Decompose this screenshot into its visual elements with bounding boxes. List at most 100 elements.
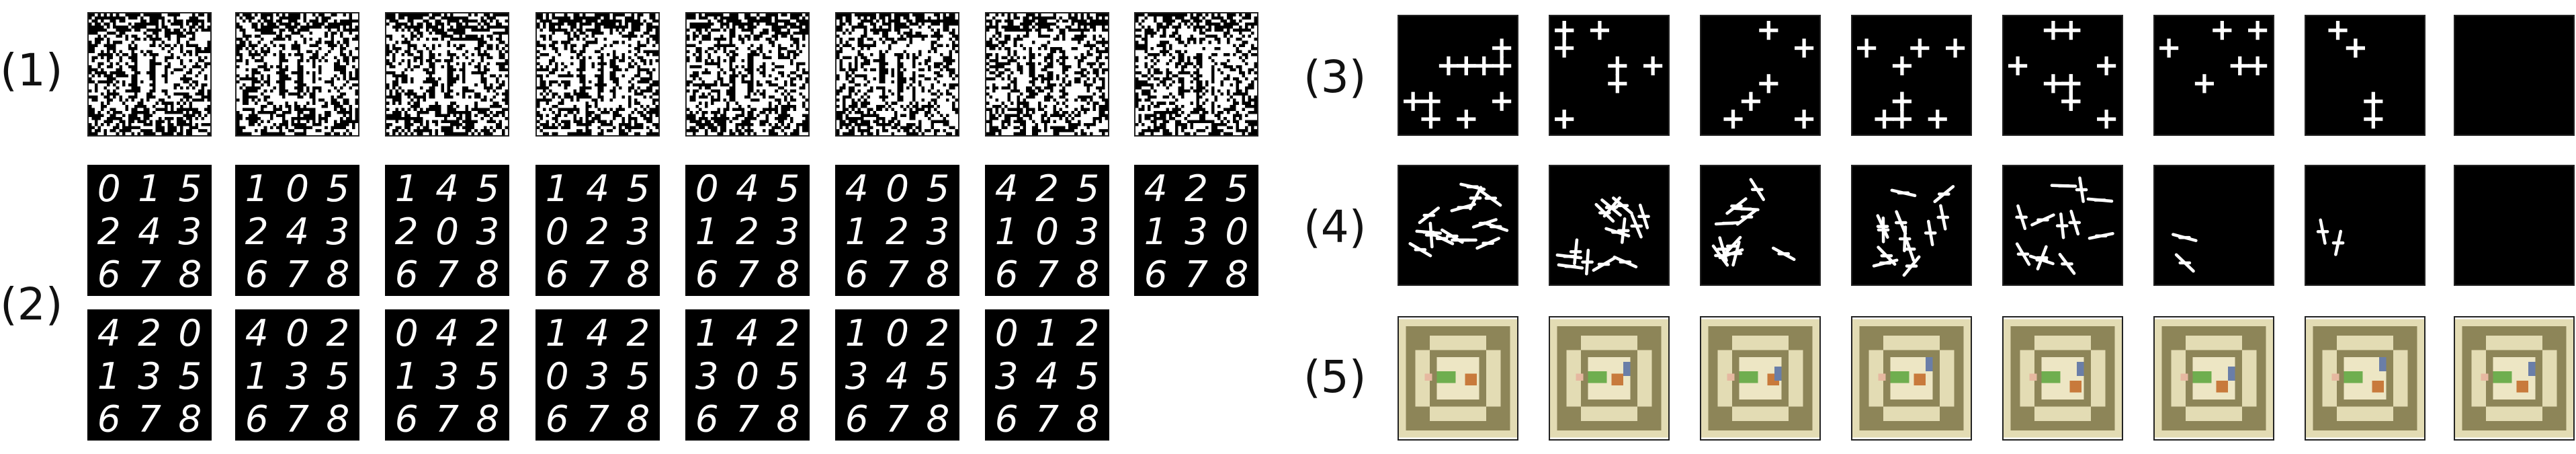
mnist-digit: 6 (546, 252, 569, 295)
stroke-image-5 (2002, 165, 2123, 286)
mnist-digit: 8 (476, 397, 499, 439)
mnist-digit: 4 (245, 311, 269, 354)
mnist-digit: 3 (1185, 210, 1208, 253)
mnist-digit: 7 (1185, 252, 1208, 295)
mnist-digit: 8 (626, 397, 650, 439)
stroke-image-3 (1700, 165, 1821, 286)
noise-image-6 (835, 12, 959, 137)
mnist-digit: 2 (1185, 167, 1208, 210)
mnist-digit: 7 (435, 397, 459, 439)
mnist-digit: 6 (845, 397, 869, 439)
mnist-digit: 4 (435, 311, 459, 354)
mnist-digit: 5 (626, 167, 650, 210)
mnist-digit: 1 (845, 311, 869, 354)
mnist-digit: 7 (886, 397, 909, 439)
stroke-image-1 (1398, 165, 1518, 286)
mnist-digit: 3 (286, 354, 309, 398)
noise-image-3 (385, 12, 509, 137)
mnist-digit: 0 (886, 311, 909, 354)
mnist-digit: 7 (286, 397, 309, 439)
maze-frame-5 (2002, 316, 2123, 441)
mnist-digit: 4 (845, 167, 869, 210)
mnist-digit: 7 (1035, 397, 1059, 439)
mnist-digit: 0 (1035, 210, 1059, 253)
mnist-digit: 5 (326, 167, 349, 210)
mnist-digit: 2 (926, 311, 949, 354)
mnist-digit: 6 (695, 252, 719, 295)
mnist-digit: 3 (326, 210, 349, 253)
mnist-digit: 5 (476, 354, 499, 398)
mnist-digit: 5 (1225, 167, 1248, 210)
mnist-digit: 5 (178, 354, 202, 398)
maze-frame-7 (2305, 316, 2425, 441)
mnist-digit: 7 (138, 252, 161, 295)
panel-label-4: (4) (1303, 201, 1367, 253)
mnist-digit: 4 (586, 311, 609, 354)
mnist-digit: 4 (736, 311, 759, 354)
mnist-digit: 8 (776, 397, 800, 439)
cross-image-6 (2153, 15, 2274, 136)
mnist-digit: 6 (395, 252, 419, 295)
mnist-digit: 1 (245, 354, 269, 398)
mnist-digit: 6 (97, 397, 121, 439)
mnist-digit: 5 (1076, 167, 1099, 210)
mnist-digit: 8 (1225, 252, 1248, 295)
mnist-digit: 4 (736, 167, 759, 210)
mnist-digit: 5 (626, 354, 650, 398)
cross-image-7 (2305, 15, 2425, 136)
maze-frame-1 (1398, 316, 1518, 441)
mnist-digit: 5 (926, 354, 949, 398)
mnist-digit: 4 (1035, 354, 1059, 398)
mnist-digit: 5 (776, 354, 800, 398)
cross-image-5 (2002, 15, 2123, 136)
mnist-digit: 2 (586, 210, 609, 253)
mnist-digit: 4 (886, 354, 909, 398)
mnist-digit: 3 (776, 210, 800, 253)
panel-label-2: (2) (0, 278, 63, 330)
mnist-digit: 3 (995, 354, 1019, 398)
mnist-digit: 0 (286, 167, 309, 210)
stroke-image-7 (2305, 165, 2425, 286)
mnist-digit: 2 (97, 210, 121, 253)
mnist-digit: 6 (695, 397, 719, 439)
cross-image-1 (1398, 15, 1518, 136)
mnist-digit: 1 (546, 311, 569, 354)
mnist-digit: 8 (178, 252, 202, 295)
mnist-digit: 7 (1035, 252, 1059, 295)
mnist-digit: 2 (1076, 311, 1099, 354)
mnist-digit: 0 (736, 354, 759, 398)
cross-image-8 (2454, 15, 2575, 136)
mnist-digit: 1 (695, 210, 719, 253)
stroke-image-6 (2153, 165, 2274, 286)
panel-label-5: (5) (1303, 351, 1367, 403)
mnist-digit: 5 (926, 167, 949, 210)
mnist-digit: 2 (395, 210, 419, 253)
mnist-digit: 2 (245, 210, 269, 253)
mnist-digit: 8 (326, 397, 349, 439)
mnist-digit: 2 (626, 311, 650, 354)
mnist-digit: 7 (736, 397, 759, 439)
mnist-digit: 2 (476, 311, 499, 354)
mnist-digit: 5 (1076, 354, 1099, 398)
mnist-digit: 7 (586, 252, 609, 295)
mnist-digit: 4 (435, 167, 459, 210)
mnist-digit: 1 (245, 167, 269, 210)
mnist-digit: 5 (178, 167, 202, 210)
mnist-digit: 1 (995, 210, 1019, 253)
mnist-digit: 1 (1144, 210, 1168, 253)
